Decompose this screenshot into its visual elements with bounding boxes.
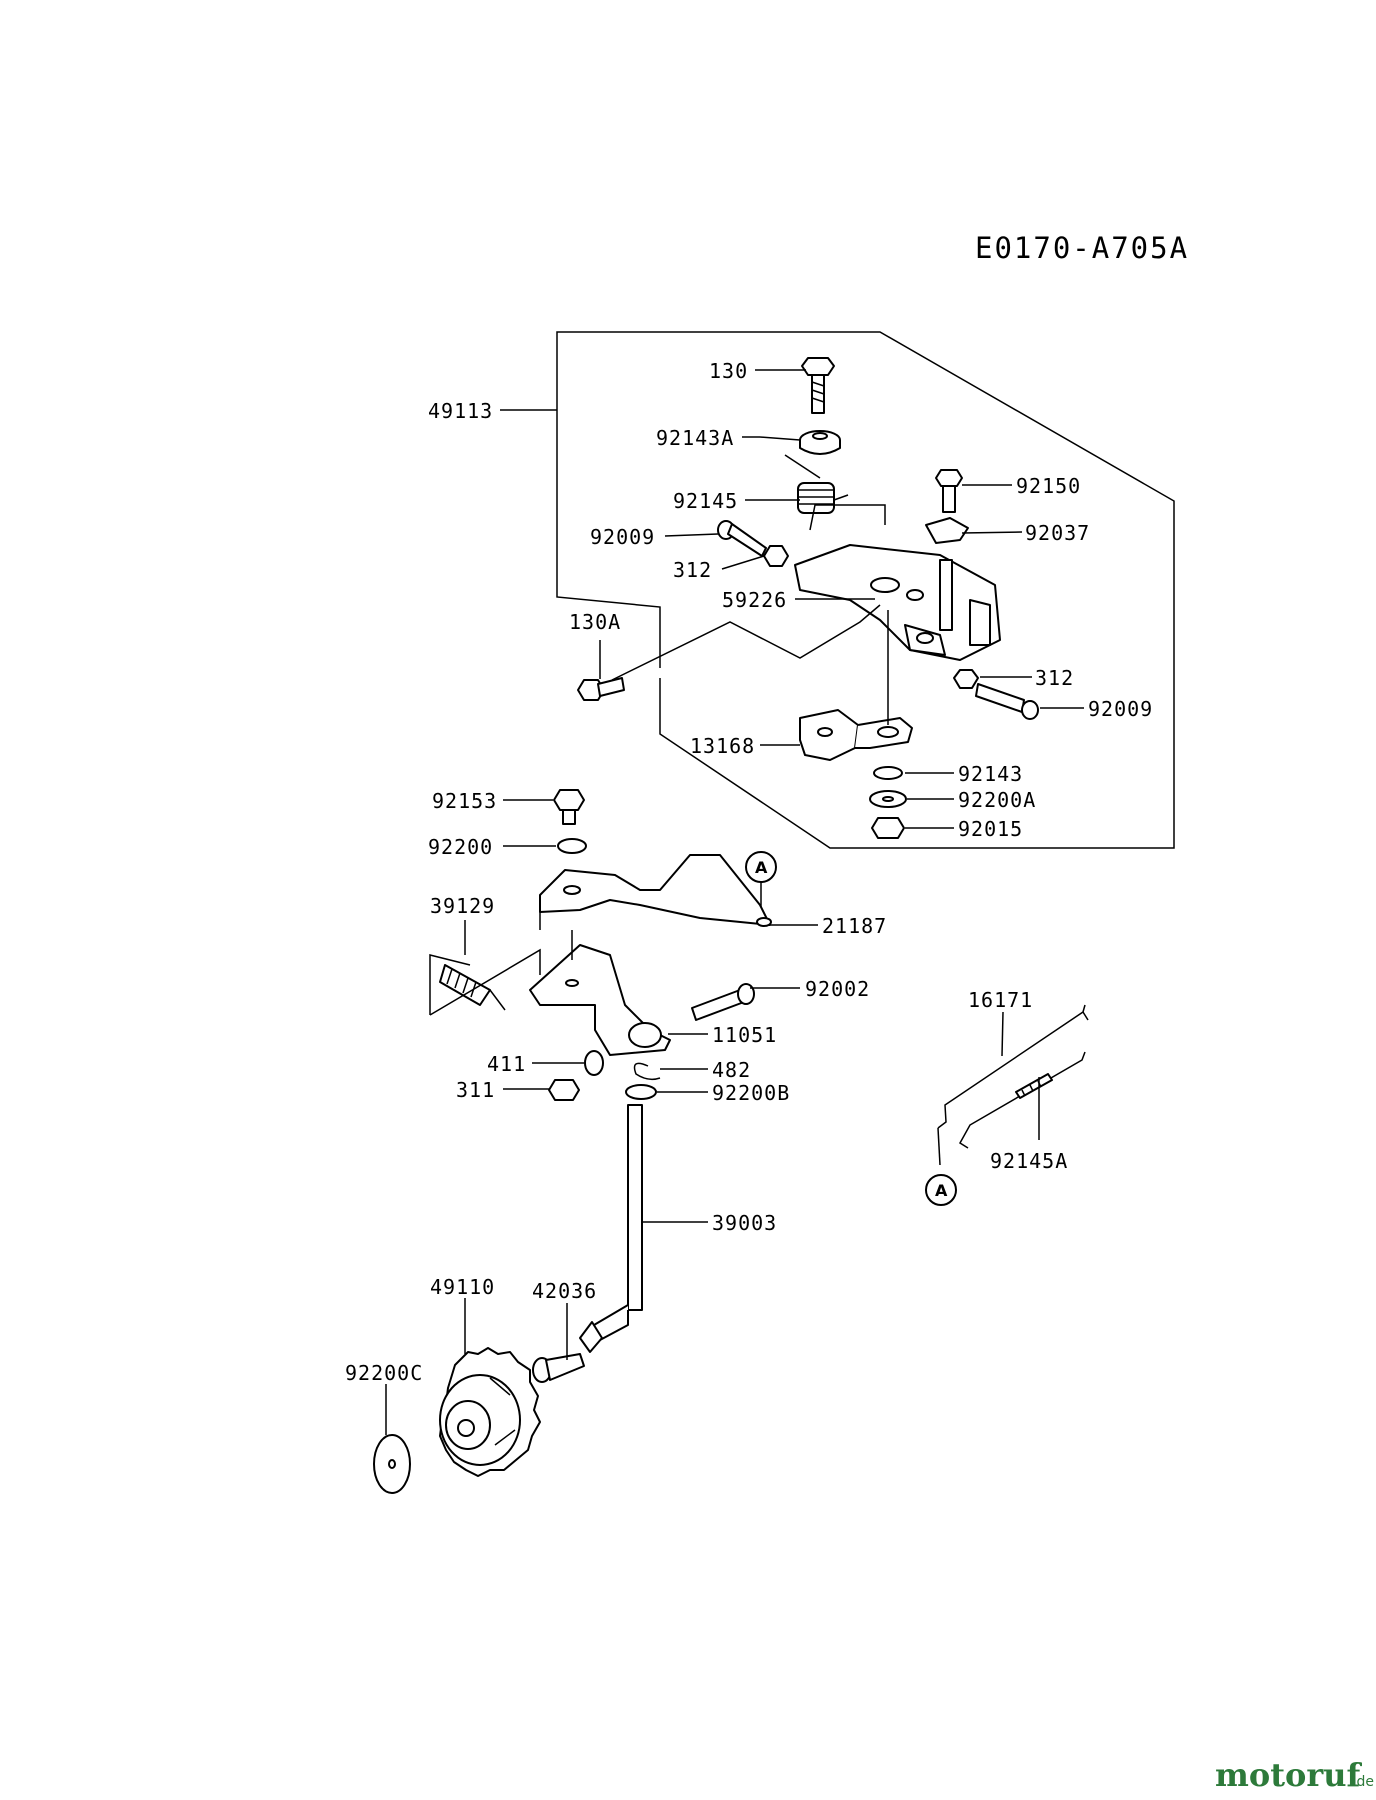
lever-21187 [539,854,772,930]
bolt-130A [577,677,625,701]
callout-92143A: 92143A [656,426,734,450]
svg-text:A: A [935,1181,948,1200]
callout-482: 482 [712,1058,751,1082]
nut-312-lower [953,669,979,689]
callout-130: 130 [709,359,748,383]
callout-92145: 92145 [673,489,738,513]
callout-92145A: 92145A [990,1149,1068,1173]
svg-text:.de: .de [1352,1774,1374,1790]
callout-312-upper: 312 [673,558,712,582]
callout-92143: 92143 [958,762,1023,786]
callout-21187: 21187 [822,914,887,938]
callout-92200C: 92200C [345,1361,423,1385]
nut-311 [548,1079,580,1101]
washer-411 [584,1050,604,1076]
callout-411: 411 [487,1052,526,1076]
callout-92002: 92002 [805,977,870,1001]
diagram-code: E0170-A705A [975,231,1189,265]
bolt-92153 [553,789,585,825]
washer-92200C [373,1434,411,1494]
watermark-logo: motoruf .de [1215,1756,1374,1794]
callout-11051: 11051 [712,1023,777,1047]
nut-92015 [871,817,905,839]
callout-92015: 92015 [958,817,1023,841]
gear-49110 [439,1347,541,1477]
nut-312-upper [763,545,789,567]
bolt-130 [801,357,835,414]
assembly-outline [556,331,1175,849]
svg-text:motoruf: motoruf [1215,1756,1362,1794]
callout-92200B: 92200B [712,1081,790,1105]
clip-92037 [925,517,969,544]
callout-92009-lower: 92009 [1088,697,1153,721]
collar-92143A [799,430,841,455]
callout-92150: 92150 [1016,474,1081,498]
dashline-130A [611,604,881,681]
ref-marker-a-upper: A [745,851,777,910]
arm-11051 [529,930,671,1056]
callout-92037: 92037 [1025,521,1090,545]
callout-59226: 59226 [722,588,787,612]
callout-39129: 39129 [430,894,495,918]
washer-92143 [873,766,903,780]
callout-92153: 92153 [432,789,497,813]
callout-92009-upper: 92009 [590,525,655,549]
washer-92200A [869,790,907,808]
callout-49110: 49110 [430,1275,495,1299]
callout-311: 311 [456,1078,495,1102]
callout-92200A: 92200A [958,788,1036,812]
shaft-39003 [579,1104,643,1353]
bracket-59226 [794,504,1001,661]
ref-marker-a-lower: A [925,1174,957,1206]
callout-42036: 42036 [532,1279,597,1303]
callout-49113: 49113 [428,399,493,423]
callout-312-lower: 312 [1035,666,1074,690]
callout-130A: 130A [569,610,621,634]
pin-42036 [532,1353,585,1383]
callout-16171: 16171 [968,988,1033,1012]
callout-39003: 39003 [712,1211,777,1235]
screw-92009-lower [975,683,1039,720]
spring-92145A [1015,1073,1053,1099]
bolt-92150 [935,469,963,513]
spring-39129 [429,948,541,1016]
svg-text:A: A [755,858,768,877]
bracket-13168 [799,610,913,761]
washer-92200B [625,1084,657,1100]
bolt-92002 [691,983,755,1021]
callout-13168: 13168 [690,734,755,758]
clip-482 [633,1062,661,1081]
callout-92200: 92200 [428,835,493,859]
screw-92009-upper [717,520,767,557]
rod-16171 [937,1004,1089,1166]
washer-92200 [557,838,587,854]
